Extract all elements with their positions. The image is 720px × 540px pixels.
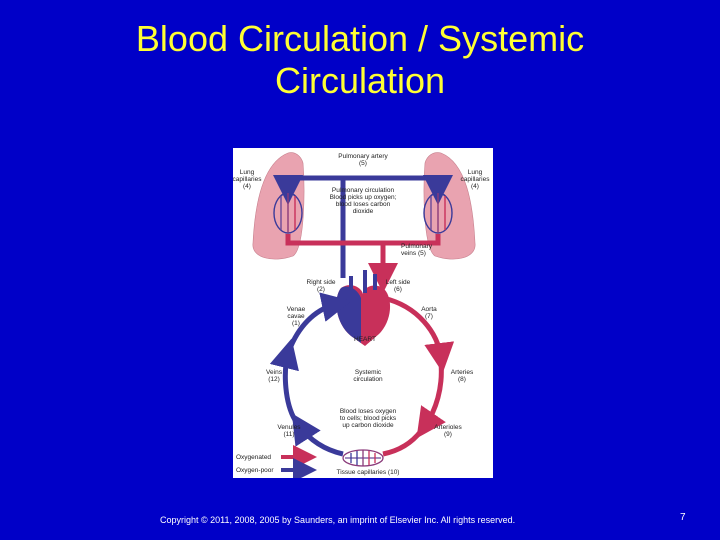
venules-label: Venules(11): [277, 424, 301, 438]
arterioles-label: Arterioles(9): [434, 424, 462, 438]
left-side-label: Left side(6): [386, 279, 411, 293]
pulmonary-veins-vessel: [285, 234, 398, 293]
lung-capillaries-right: [423, 192, 453, 234]
title-line-1: Blood Circulation / Systemic: [135, 18, 585, 59]
legend-oxygen-poor-label: Oxygen-poor: [236, 467, 274, 474]
arterioles-arrow: [382, 429, 423, 457]
arteries-arrow: [416, 362, 446, 439]
venules-arrow: [291, 413, 344, 457]
arteries-label: Arteries(8): [451, 369, 474, 383]
tissue-capillaries: [342, 449, 384, 467]
lung-capillaries-left: [273, 192, 303, 234]
pulmonary-veins-vessel-right: [383, 234, 441, 246]
heart-illustration: [336, 270, 391, 346]
venae-cavae-arrow: [288, 292, 352, 348]
heart-label: HEART: [354, 336, 376, 343]
aorta-label: Aorta(7): [421, 306, 437, 320]
title-line-2: Circulation: [274, 60, 446, 101]
aorta-arrow: [382, 295, 455, 373]
pulmonary-artery-vessel: [273, 175, 346, 278]
veins-arrow: [269, 338, 299, 422]
tissue-capillaries-label: Tissue capillaries (10): [337, 469, 400, 476]
copyright-notice: Copyright © 2011, 2008, 2005 by Saunders…: [160, 515, 516, 525]
slide-title: Blood Circulation / Systemic Circulation: [0, 18, 720, 102]
pulmonary-artery-vessel-right: [343, 175, 453, 205]
page-number: 7: [680, 512, 686, 523]
right-side-label: Right side(2): [307, 279, 336, 293]
pulmonary-artery-label: Pulmonary artery(5): [338, 153, 388, 167]
legend-oxygenated-label: Oxygenated: [236, 454, 271, 461]
veins-label: Veins(12): [266, 369, 283, 383]
